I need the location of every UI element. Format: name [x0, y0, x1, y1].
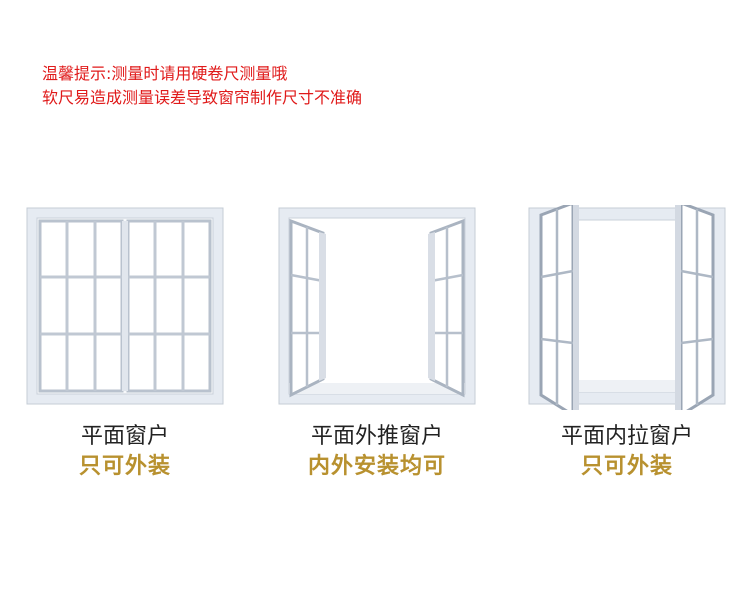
- outward-casement-window-icon: [278, 207, 476, 405]
- window-subtitle-1: 只可外装: [78, 454, 171, 479]
- flat-window-icon: [26, 207, 224, 405]
- window-title-3: 平面内拉窗户: [560, 424, 693, 449]
- window-caption-2: 平面外推窗户 内外安装均可: [257, 422, 497, 482]
- flat-window-illustration: [25, 205, 225, 410]
- inward-casement-window-illustration: [527, 205, 727, 410]
- window-subtitle-2: 内外安装均可: [307, 454, 446, 479]
- window-caption-3: 平面内拉窗户 只可外装: [507, 422, 747, 482]
- window-subtitle-3: 只可外装: [580, 454, 673, 479]
- window-caption-1: 平面窗户 只可外装: [5, 422, 245, 482]
- inward-casement-window-icon: [528, 205, 726, 410]
- window-title-1: 平面窗户: [80, 424, 169, 449]
- window-title-2: 平面外推窗户: [310, 424, 443, 449]
- outward-casement-window-illustration: [277, 205, 477, 410]
- measurement-tip: 温馨提示:测量时请用硬卷尺测量哦 软尺易造成测量误差导致窗帘制作尺寸不准确: [42, 62, 362, 110]
- tip-line-1: 温馨提示:测量时请用硬卷尺测量哦: [42, 64, 288, 83]
- tip-line-2: 软尺易造成测量误差导致窗帘制作尺寸不准确: [42, 88, 363, 107]
